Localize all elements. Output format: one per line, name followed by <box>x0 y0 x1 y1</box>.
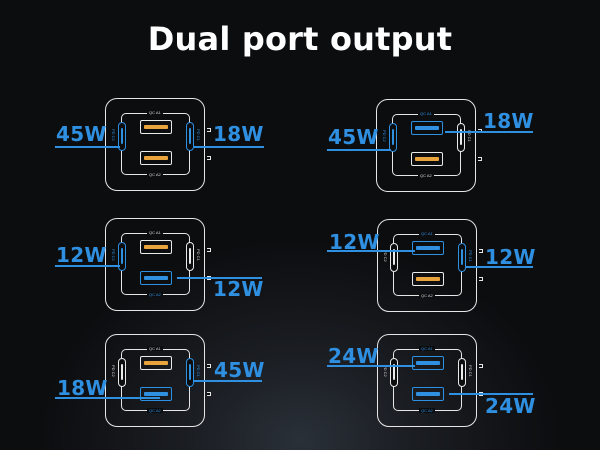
port-label-a1: QC A1 <box>147 110 163 115</box>
callout-line <box>177 277 262 279</box>
port-label-a1: QC A1 <box>147 346 163 351</box>
port-label-a2: QC A2 <box>147 408 163 413</box>
charger-outline <box>377 334 477 427</box>
charger-outline <box>105 98 205 191</box>
usb-a-port-a1 <box>140 240 172 254</box>
callout-line <box>327 149 391 151</box>
port-label-a2: QC A2 <box>147 292 163 297</box>
usb-a-port-a2 <box>412 272 444 286</box>
port-label-a1: QC A1 <box>419 346 435 351</box>
charger-tab <box>479 249 483 253</box>
port-label-c2: PD C2 <box>111 129 116 141</box>
port-label-a1: QC A1 <box>147 230 163 235</box>
wattage-label: 12W <box>56 243 107 267</box>
wattage-label: 24W <box>328 344 379 368</box>
charger-tab <box>207 156 211 160</box>
usb-c-port-c1 <box>186 358 194 387</box>
wattage-label: 45W <box>56 122 107 146</box>
charger-outline <box>105 218 205 311</box>
wattage-label: 18W <box>213 122 264 146</box>
usb-c-port-c1 <box>458 358 466 387</box>
charger-tab <box>479 277 483 281</box>
usb-c-port-c2 <box>390 358 398 387</box>
callout-line <box>55 146 120 148</box>
usb-a-port-a1 <box>140 120 172 134</box>
port-label-c1: PD C1 <box>196 249 201 261</box>
callout-line <box>55 265 120 267</box>
wattage-label: 45W <box>328 125 379 149</box>
port-label-a2: QC A2 <box>419 293 435 298</box>
port-label-c1: PD C1 <box>196 129 201 141</box>
port-label-c2: PD C2 <box>111 249 116 261</box>
wattage-label: 24W <box>485 394 536 418</box>
charger-tab <box>207 248 211 252</box>
port-label-c2: PD C2 <box>383 365 388 377</box>
charger-config-c2-a1: QC A1 QC A2 PD C2 PD C1 <box>376 99 482 194</box>
callout-line <box>465 266 533 268</box>
wattage-label: 12W <box>213 277 264 301</box>
usb-c-port-c2 <box>390 243 398 272</box>
usb-a-port-a2 <box>412 387 444 401</box>
usb-c-port-c2 <box>118 242 126 271</box>
port-label-c2: PD C2 <box>383 250 388 262</box>
charger-config-a2-c1: QC A1 QC A2 PD C2 PD C1 <box>105 334 211 429</box>
callout-line <box>327 365 415 367</box>
callout-line <box>327 250 415 252</box>
usb-c-port-c1 <box>457 123 465 152</box>
port-label-c1: PD C1 <box>468 365 473 377</box>
charger-tab <box>479 364 483 368</box>
callout-line <box>449 393 533 395</box>
usb-c-port-c1 <box>186 242 194 271</box>
usb-c-port-c2 <box>389 123 397 152</box>
port-label-a2: QC A2 <box>147 172 163 177</box>
port-label-a2: QC A2 <box>418 173 434 178</box>
callout-line <box>194 380 262 382</box>
port-label-a1: QC A1 <box>419 231 435 236</box>
usb-a-port-a2 <box>411 152 443 166</box>
charger-tab <box>207 364 211 368</box>
charger-outline <box>377 219 477 312</box>
port-label-c1: PD C1 <box>196 365 201 377</box>
usb-a-port-a2 <box>140 271 172 285</box>
wattage-label: 18W <box>483 109 534 133</box>
usb-a-port-a1 <box>412 356 444 370</box>
wattage-label: 12W <box>329 230 380 254</box>
usb-a-port-a1 <box>140 356 172 370</box>
charger-config-a1-c1: QC A1 QC A2 PD C2 PD C1 <box>377 219 483 314</box>
wattage-label: 45W <box>214 358 265 382</box>
port-label-c2: PD C2 <box>111 365 116 377</box>
usb-a-port-a2 <box>140 387 172 401</box>
callout-line <box>445 131 533 133</box>
usb-c-port-c2 <box>118 358 126 387</box>
callout-line <box>55 397 160 399</box>
page-title: Dual port output <box>147 20 453 58</box>
usb-a-port-a1 <box>412 241 444 255</box>
charger-config-a1-a2: QC A1 QC A2 PD C2 PD C1 <box>377 334 483 429</box>
port-label-c1: PD C1 <box>467 130 472 142</box>
usb-a-port-a1 <box>411 121 443 135</box>
wattage-label: 12W <box>485 245 536 269</box>
charger-tab <box>478 157 482 161</box>
usb-c-port-c2 <box>118 122 126 151</box>
charger-tab <box>207 128 211 132</box>
port-label-c2: PD C2 <box>382 130 387 142</box>
usb-c-port-c1 <box>458 243 466 272</box>
usb-a-port-a2 <box>140 151 172 165</box>
callout-line <box>194 146 264 148</box>
port-label-c1: PD C1 <box>468 250 473 262</box>
wattage-label: 18W <box>57 376 108 400</box>
charger-tab <box>207 392 211 396</box>
charger-config-c2-c1: QC A1 QC A2 PD C2 PD C1 <box>105 98 211 193</box>
charger-outline <box>376 99 476 192</box>
charger-config-c2-a2: QC A1 QC A2 PD C2 PD C1 <box>105 218 211 313</box>
port-label-a1: QC A1 <box>418 111 434 116</box>
usb-c-port-c1 <box>186 122 194 151</box>
port-label-a2: QC A2 <box>419 408 435 413</box>
